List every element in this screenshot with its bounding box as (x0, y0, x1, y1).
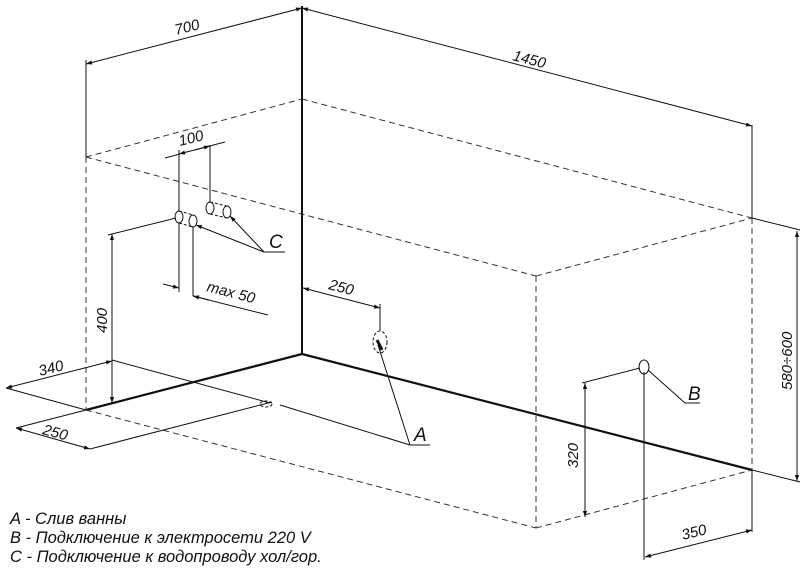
callout-a-label: A (413, 425, 427, 446)
dimension-max50-label: max 50 (205, 278, 258, 307)
dimension-1450 (301, 7, 753, 218)
legend-item-c: C - Подключение к водопроводу хол/гор. (10, 548, 322, 566)
dimension-320-label: 320 (565, 442, 582, 468)
callout-c-label: C (269, 232, 283, 253)
dimension-250-floor-label: 250 (40, 421, 70, 444)
dimension-350-label: 350 (680, 521, 709, 544)
dimension-400-label: 400 (94, 307, 111, 333)
legend-item-a: A - Слив ванны (10, 510, 127, 528)
callout-b-leader (647, 369, 700, 404)
dimension-max50 (162, 223, 269, 316)
callout-a-leader (279, 344, 430, 446)
dimension-250-floor (15, 401, 273, 450)
dimension-340 (5, 359, 271, 411)
legend-item-b: B - Подключение к электросети 220 V (10, 529, 311, 547)
floor-drain (259, 400, 273, 408)
dimension-700-label: 700 (173, 16, 202, 39)
dimension-700 (85, 7, 303, 157)
dimension-100 (164, 141, 226, 211)
dimension-340-label: 340 (37, 357, 66, 380)
dimension-250-wall-label: 250 (326, 276, 356, 299)
dimension-580-600 (751, 217, 801, 483)
wall-corner (85, 6, 753, 472)
dimension-320 (581, 367, 641, 517)
callout-c-leader (195, 215, 285, 253)
dimension-400 (107, 217, 177, 403)
electrical-socket (638, 359, 650, 375)
bathtub-outline (85, 98, 753, 529)
callout-b-label: B (688, 384, 701, 405)
legend: A - Слив ванны B - Подключение к электро… (10, 510, 322, 567)
dimension-250-wall (302, 287, 381, 331)
dimension-350 (643, 372, 753, 560)
dimension-1450-label: 1450 (511, 47, 548, 72)
dimension-580-600-label: 580÷600 (779, 331, 796, 390)
dimension-100-label: 100 (177, 127, 206, 150)
water-pipes (174, 201, 232, 228)
